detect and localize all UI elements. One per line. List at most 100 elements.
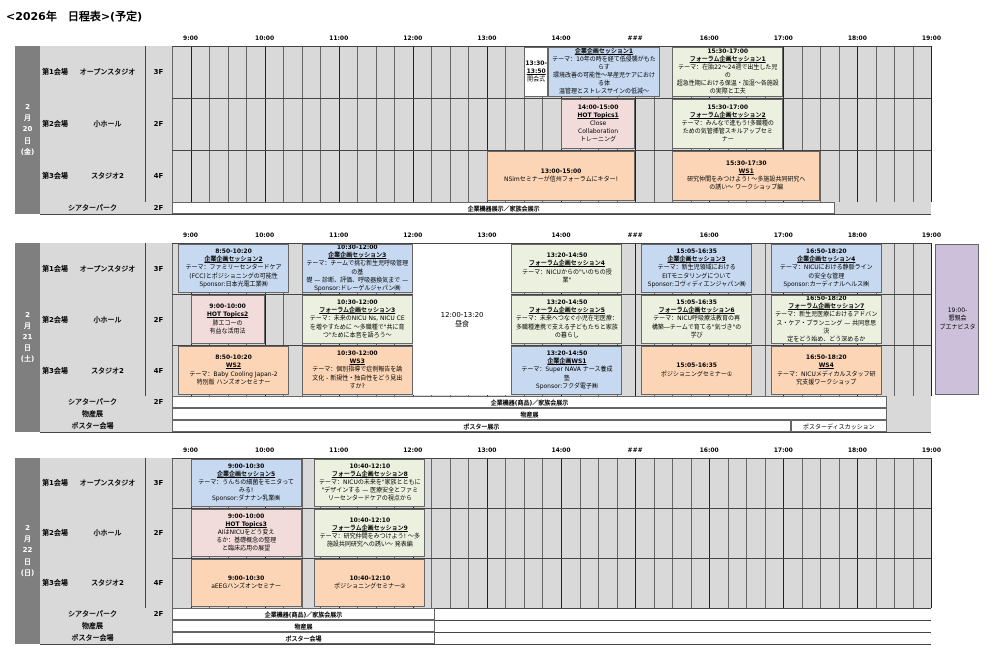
session-time: 15:05-16:35 [676,299,717,307]
grid-line [145,294,146,345]
hour-label: 9:00 [183,35,198,42]
extra-row-content[interactable]: 物産展 [172,408,888,420]
session-block[interactable]: 13:50-15:20企業企画セッション1テーマ：10年の時を経て低侵襲がもたら… [548,47,660,97]
grid-line [912,243,914,396]
session-time: 16:50-18:20 [805,248,847,256]
extra-row-name: ポスター会場 [71,422,114,430]
row-line [40,214,932,215]
room-cell [40,294,172,345]
grid-line [190,46,192,202]
grid-line [431,458,433,608]
session-text: みる! [238,487,254,495]
room-space: スタジオ2 [91,579,124,587]
hour-label: 17:00 [773,232,793,239]
date-text: 月 [24,321,31,330]
hour-label: 12:00 [403,447,423,454]
hour-label: ### [627,447,643,454]
grid-line [523,458,525,608]
session-text: Sponsor:ドレーゲルジャパン㈱ [314,284,401,292]
session-text: 温管理とストレスサインの低減～ [558,88,649,96]
session-time: 15:05-16:35 [676,248,717,256]
extra-row-name: 物産展 [82,622,103,630]
grid-line [727,458,729,608]
session-text: AIはNICUをどう変え [217,528,275,536]
session-time: 15:05-16:35 [676,362,717,370]
extra-row-content[interactable]: ポスター展示 [172,420,791,432]
hour-label: 9:00 [183,447,198,454]
hour-label: 18:00 [847,447,867,454]
extra-row-content[interactable]: ポスター会場 [172,632,436,644]
grid-line [875,46,877,202]
grid-line [857,458,859,608]
session-text: 礎 — 診断、評価、呼吸器換気まで — [306,276,409,284]
grid-line [783,46,785,202]
grid-line [412,46,414,202]
party-block[interactable]: 19:00-懇親会ブエナビスタ [935,244,980,395]
extra-row-content[interactable]: 企業機器(商品)／家族会展示 [172,608,436,620]
session-text: WS4 [818,362,834,370]
room-name: 第2会場 [42,120,68,128]
room-name: 第1会場 [42,264,68,273]
row-line [40,558,932,559]
session-text: 企業企画セッション1 [574,47,634,55]
session-time: 16:50-18:20 [805,354,847,362]
date-text: 月 [24,114,31,123]
extra-row-name: ポスター会場 [71,634,114,642]
poster-discussion[interactable]: ポスターディスカッション [790,420,887,432]
session-time: 13:20-14:50 [546,299,588,307]
session-text: 企業企画セッション4 [797,256,856,264]
grid-line [431,46,433,202]
grid-line [338,46,340,202]
session-text: 学び [690,331,703,339]
date-text: 21 [22,332,33,341]
grid-line [227,46,229,202]
session-text: 構築―チームで育てる"気づき"の [651,323,742,331]
session-text: テーマ：Baby Cooling Japan-2 [189,370,278,378]
room-space: 小ホール [93,120,122,128]
session-text: テーマ：NICUからの"いのちの授 [522,268,612,276]
grid-line [875,458,877,608]
session-time: 10:30-12:00 [336,299,378,307]
grid-line [579,458,581,608]
extra-row-cell [40,202,172,214]
hour-label: 19:00 [921,232,942,239]
session-text: Sponsor:コヴィディエンジャパン㈱ [647,280,746,288]
session-text: フォーラム企画セッション8 [331,470,408,478]
grid-line [468,458,470,608]
extra-row-floor: 2F [153,610,164,618]
extra-row-content[interactable]: 物産展 [172,620,436,632]
session-text: 環境改善の可能性～早産児ケアにおける体 [552,72,655,88]
extra-row-content[interactable]: 企業機器展示／家族会展示 [172,202,836,214]
room-floor: 4F [153,366,164,375]
extra-row-content[interactable]: 企業機器(商品)／家族会展示 [172,396,888,408]
extra-row-cell [40,408,172,420]
